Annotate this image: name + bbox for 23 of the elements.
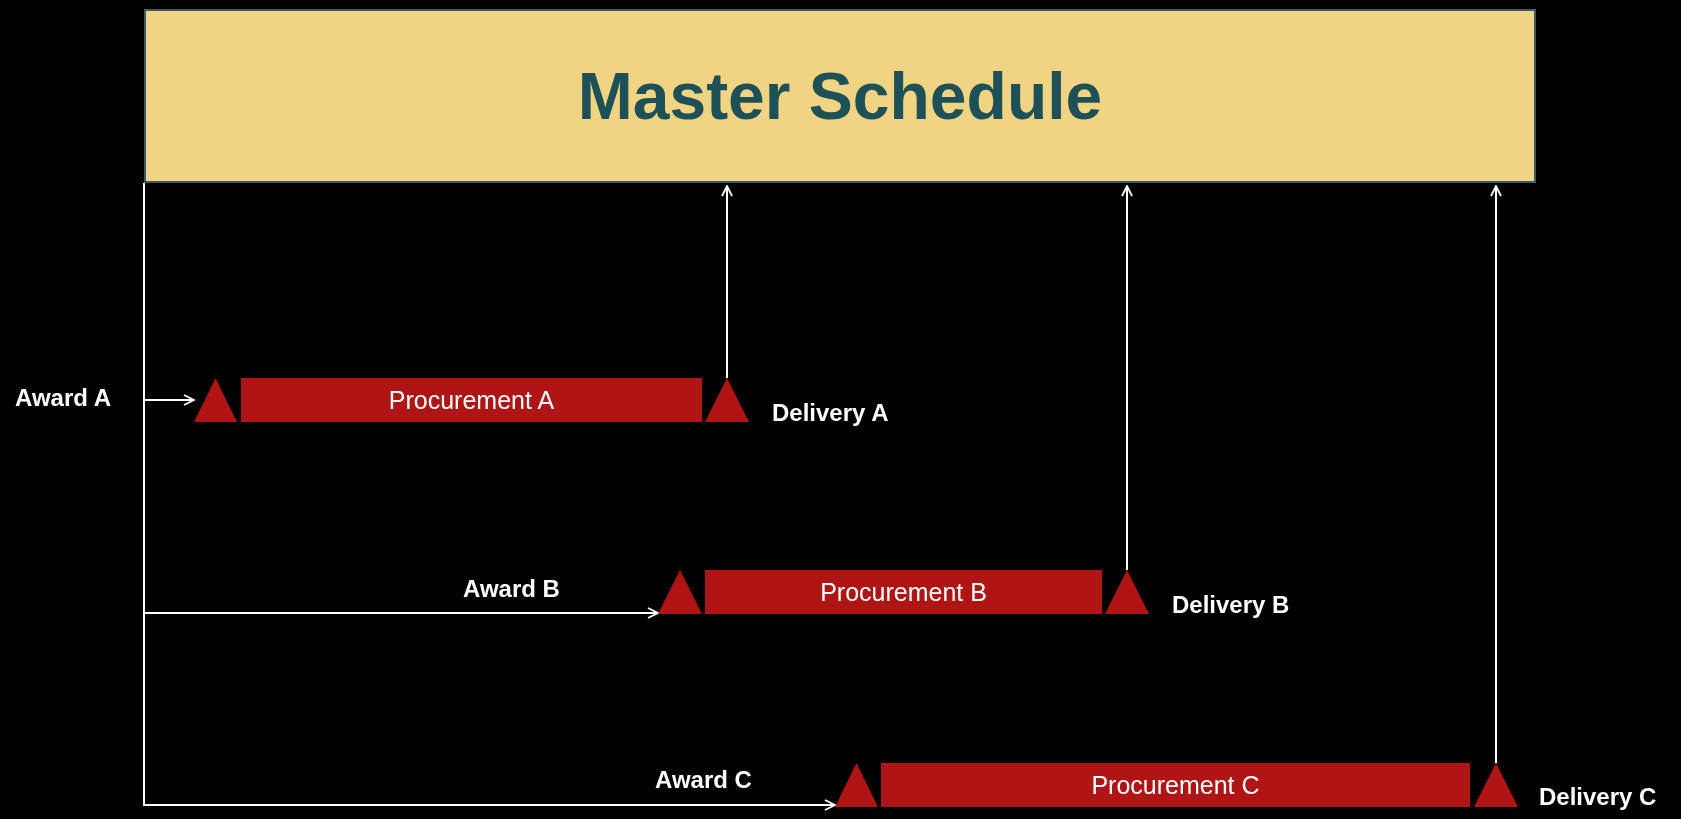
milestone-label: Delivery B [1172, 591, 1290, 619]
arrow [1490, 185, 1502, 764]
task-bar [241, 378, 702, 422]
bar-label: Procurement B [820, 577, 987, 607]
task-bar [705, 570, 1102, 614]
title-banner [144, 9, 1536, 183]
milestone-label: Award A [15, 384, 112, 412]
task-bar [881, 763, 1470, 807]
milestone-label: Award B [463, 575, 560, 603]
arrow [1121, 185, 1133, 571]
milestone-label: Award C [655, 766, 752, 794]
triangle-marker [658, 570, 702, 614]
triangle-marker [194, 378, 237, 422]
triangle-marker [705, 378, 749, 422]
triangle-marker [1105, 570, 1149, 614]
title-text: Master Schedule [577, 58, 1103, 134]
triangle-marker [1474, 763, 1518, 807]
milestone-label: Delivery C [1539, 783, 1657, 811]
bar-label: Procurement C [1091, 770, 1260, 800]
triangle-marker [835, 763, 878, 807]
bar-label: Procurement A [388, 385, 555, 415]
milestone-label: Delivery A [772, 399, 889, 427]
arrow [721, 185, 733, 379]
